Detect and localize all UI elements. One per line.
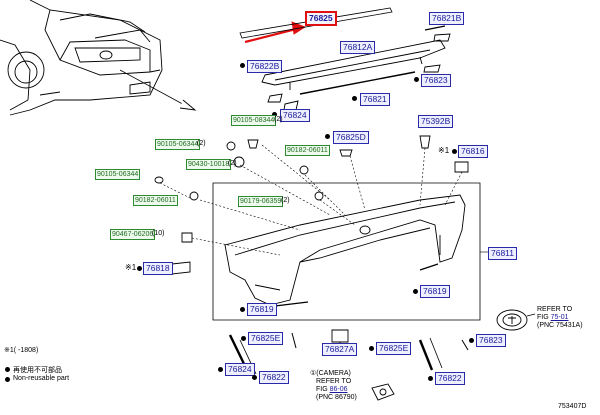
legend-non-reusable-jp: 再使用不可部品 xyxy=(13,367,62,374)
part-76812A-label[interactable]: 76812A xyxy=(340,41,376,54)
legend-bullet xyxy=(5,377,10,382)
bolt-90105-06344-label[interactable]: 90105-06344 xyxy=(95,169,141,180)
part-76819-label[interactable]: 76819 xyxy=(247,303,277,316)
non-reusable-bullet xyxy=(325,134,330,139)
non-reusable-bullet xyxy=(369,346,374,351)
part-76822B-label[interactable]: 76822B xyxy=(247,60,283,73)
non-reusable-bullet xyxy=(240,63,245,68)
bolt-90182-06011-label[interactable]: 90182-06011 xyxy=(133,195,178,206)
part-76824-label[interactable]: 76824 xyxy=(280,109,310,122)
part-76822-label[interactable]: 76822 xyxy=(259,371,289,384)
bolt-90105-08344-label[interactable]: 90105-08344 xyxy=(231,115,277,126)
refer-emblem-line1: REFER TO xyxy=(537,306,573,313)
part-76818-label[interactable]: 76818 xyxy=(143,262,173,275)
refer-camera-fig: FIG 86-06 xyxy=(316,386,348,393)
bolt-qty: (2) xyxy=(228,160,237,167)
refer-camera-pnc: (PNC 86790) xyxy=(316,394,357,401)
bolt-qty: (2) xyxy=(274,116,283,123)
part-76825E-label[interactable]: 76825E xyxy=(248,332,284,345)
camera-label: ①(CAMERA) xyxy=(310,370,351,377)
non-reusable-bullet xyxy=(452,149,457,154)
part-76819-label[interactable]: 76819 xyxy=(420,285,450,298)
note-mark: ※1 xyxy=(125,263,137,272)
legend-non-reusable-en: Non-reusable part xyxy=(13,375,70,382)
bolt-qty: (2) xyxy=(281,197,290,204)
legend-note: ※1( -1808) xyxy=(4,347,39,354)
bolt-90467-06206-label[interactable]: 90467-06206 xyxy=(110,229,156,240)
bolt-90430-10018-label[interactable]: 90430-10018 xyxy=(186,159,232,170)
refer-emblem-pnc: (PNC 75431A) xyxy=(537,322,583,329)
bolt-90179-06359-label[interactable]: 90179-06359 xyxy=(238,196,284,207)
car-illustration xyxy=(0,0,163,116)
part-76811-label[interactable]: 76811 xyxy=(488,247,518,260)
non-reusable-bullet xyxy=(240,307,245,312)
non-reusable-bullet xyxy=(469,338,474,343)
note-mark: ※1 xyxy=(438,146,450,155)
non-reusable-bullet xyxy=(252,375,257,380)
non-reusable-bullet xyxy=(352,96,357,101)
bolt-qty: (10) xyxy=(152,230,165,237)
bolt-90182-06011-label[interactable]: 90182-06011 xyxy=(285,145,330,156)
non-reusable-bullet xyxy=(272,112,277,117)
bolt-90105-06344-label[interactable]: 90105-06344 xyxy=(155,139,201,150)
non-reusable-bullet xyxy=(137,266,142,271)
refer-camera-line1: REFER TO xyxy=(316,378,352,385)
legend-bullet xyxy=(5,367,10,372)
part-76821-label[interactable]: 76821 xyxy=(360,93,390,106)
part-76827A-label[interactable]: 76827A xyxy=(322,343,358,356)
part-76821B-label[interactable]: 76821B xyxy=(429,12,465,25)
non-reusable-bullet xyxy=(413,289,418,294)
part-76825-label[interactable]: 76825 xyxy=(305,11,337,26)
part-76825E-label[interactable]: 76825E xyxy=(376,342,412,355)
part-76823-label[interactable]: 76823 xyxy=(421,74,451,87)
part-76825D-label[interactable]: 76825D xyxy=(333,131,369,144)
non-reusable-bullet xyxy=(428,376,433,381)
fig-86-06-link[interactable]: 86-06 xyxy=(329,386,348,393)
non-reusable-bullet xyxy=(218,367,223,372)
refer-emblem-fig: FIG 75-01 xyxy=(537,314,569,321)
non-reusable-bullet xyxy=(241,336,246,341)
figure-id: 753407D xyxy=(558,403,587,410)
non-reusable-bullet xyxy=(414,77,419,82)
part-76823-label[interactable]: 76823 xyxy=(476,334,506,347)
fig-75-01-link[interactable]: 75-01 xyxy=(550,314,569,321)
garnish-panel xyxy=(224,194,466,306)
part-75392B-label[interactable]: 75392B xyxy=(418,115,454,128)
part-76822-label[interactable]: 76822 xyxy=(435,372,465,385)
bolt-qty: (2) xyxy=(197,140,206,147)
part-76824-label[interactable]: 76824 xyxy=(225,363,255,376)
part-76816-label[interactable]: 76816 xyxy=(458,145,488,158)
